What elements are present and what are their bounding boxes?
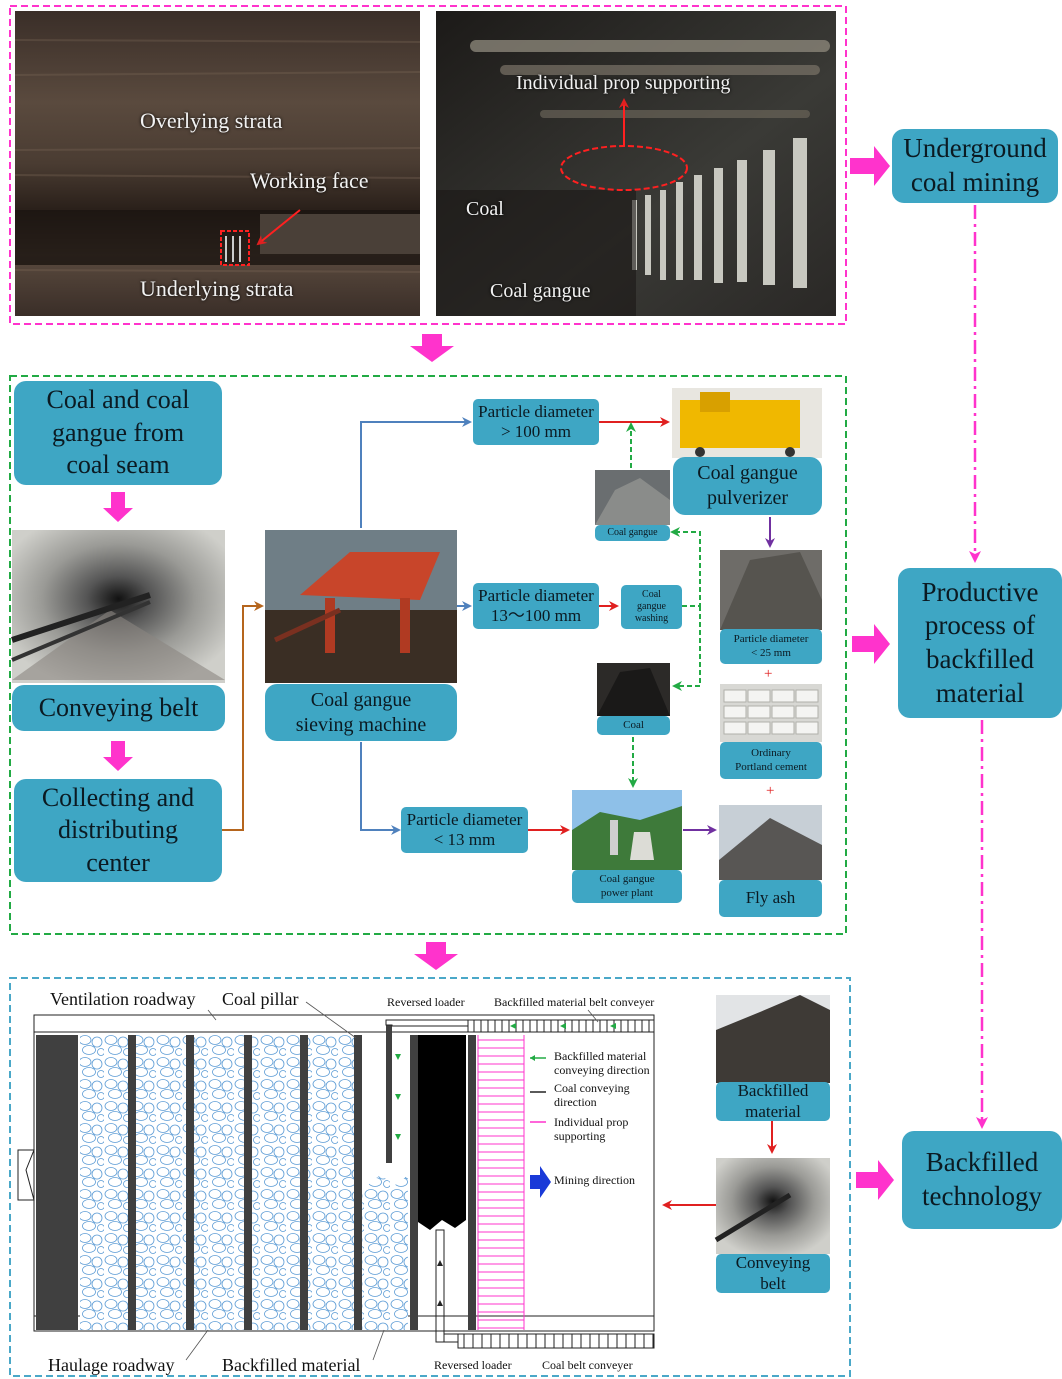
washing-box: Coal gangue washing [621,585,682,629]
bottom-conveyor [457,1333,655,1349]
label-coal: Coal [466,198,504,220]
prop-support-zone [477,1035,525,1330]
strata-photo [15,11,420,316]
workface-plan-frame [33,1014,655,1332]
particle-lt13-box: Particle diameter < 13 mm [401,807,528,853]
coal-gangue-label: Coal gangue [595,525,670,541]
collecting-center-box: Collecting and distributing center [14,779,222,882]
underground-coal-mining-box: Underground coal mining [892,129,1058,203]
productive-process-box: Productive process of backfilled materia… [898,568,1062,718]
reversed-loader-top [385,1019,469,1027]
coal-label: Coal [597,716,670,735]
mining-direction-icon [530,1166,551,1198]
coal-pillars [128,1035,362,1330]
legend-coal-direction: Coal conveying direction [554,1081,630,1110]
label-working-face: Working face [250,168,369,193]
coal-direction-arrows [437,1260,443,1306]
line-sieve-to-lt13 [360,742,401,835]
line-wash-branch [670,527,701,607]
label-ventilation-roadway: Ventilation roadway [50,989,196,1009]
arrow-top-right [850,146,890,186]
coal-face [418,1035,466,1230]
solid-coal-left [36,1035,78,1330]
sieving-machine-box: Coal gangue sieving machine [265,684,457,741]
backfilled-technology-box: Backfilled technology [902,1131,1062,1229]
label-individual-prop: Individual prop supporting [516,72,731,94]
conveying-belt-box: Conveying belt [12,685,225,731]
prop-columns [632,138,807,288]
bottom-conveyor-ticks [463,1334,654,1348]
arrow-bot-right [856,1160,894,1200]
line-sieve-to-gt100 [360,417,472,528]
particle-lt25-box: Particle diameter < 25 mm [720,629,822,664]
arrow-top-down [410,334,454,362]
backfilled-material-box: Backfilled material [716,1081,830,1121]
legend-mining-direction: Mining direction [554,1173,635,1187]
prop-rows [478,1039,524,1329]
label-bm-belt-conveyer: Backfilled material belt conveyer [494,995,655,1009]
pulverizer-box: Coal gangue pulverizer [673,457,822,515]
legend-individual-prop: Individual prop supporting [554,1115,629,1144]
belt-conveying-box: Conveying belt [716,1253,830,1293]
middle-section-frame [9,375,847,935]
power-plant-box: Coal gangue power plant [572,870,682,903]
arrow-mid-down [414,942,458,970]
label-underlying-strata: Underlying strata [140,276,294,301]
label-coal-belt-conveyer: Coal belt conveyer [542,1358,633,1372]
pink-arrow-1 [103,492,133,522]
pink-arrow-2 [103,741,133,771]
plus-2: + [766,783,775,799]
top-conveyor-ticks [473,1020,650,1032]
label-coal-pillar: Coal pillar [222,989,299,1009]
label-reversed-loader-top: Reversed loader [387,995,465,1009]
source-box: Coal and coal gangue from coal seam [14,381,222,485]
label-coal-gangue: Coal gangue [490,280,591,302]
backfill-zones [80,1035,408,1330]
arrow-mid-right [852,624,890,664]
line-wash-to-coal [672,606,701,691]
label-backfilled-material: Backfilled material [222,1355,361,1375]
label-reversed-loader-bottom: Reversed loader [434,1358,512,1372]
fly-ash-box: Fly ash [719,880,822,917]
line-collect-to-sieve [222,601,264,831]
conveyor-direction-arrows [395,1023,616,1140]
particle-13-100-box: Particle diameter 13～100 mm [473,583,599,629]
particle-gt100-box: Particle diameter > 100 mm [473,399,599,445]
legend-bm-direction: Backfilled material conveying direction [554,1049,650,1078]
label-overlying-strata: Overlying strata [140,108,283,133]
working-face-marker [220,230,250,266]
top-section-frame [9,5,847,325]
label-haulage-roadway: Haulage roadway [48,1355,175,1375]
plus-1: + [764,666,773,682]
bottom-section-frame [9,977,851,1377]
cement-box: Ordinary Portland cement [720,742,822,779]
